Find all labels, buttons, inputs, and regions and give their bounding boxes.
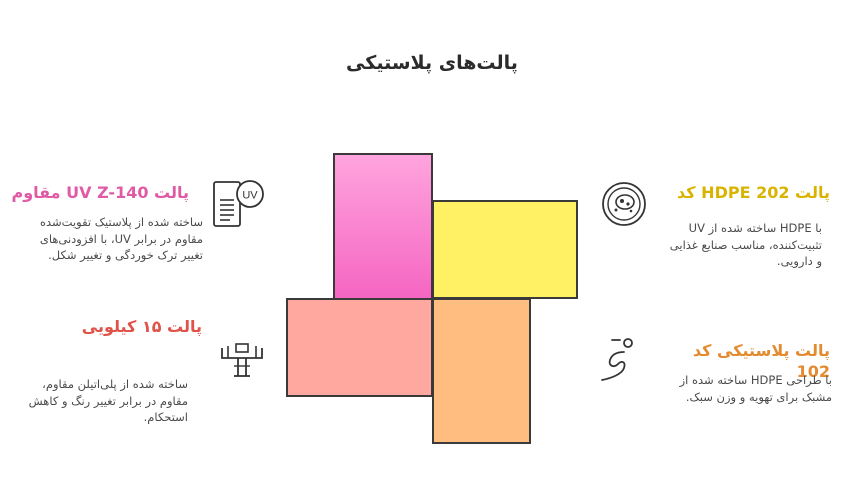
- code-102-heading: پالت پلاستیکی کد 102: [692, 341, 830, 381]
- page-title: پالت‌های پلاستیکی: [346, 52, 518, 74]
- svg-text:UV: UV: [242, 190, 258, 202]
- orange-block: [432, 298, 531, 444]
- yellow-block: [432, 200, 578, 299]
- 15kg-pallet-description: ساخته شده از پلی‌اتیلن مقاوم، مقاوم در ب…: [28, 377, 188, 424]
- hdpe-202-description: با HDPE ساخته شده از UV تثبیت‌کننده، منا…: [669, 221, 822, 268]
- 15kg-pallet-heading: پالت ۱۵ کیلویی: [81, 317, 202, 336]
- person-fitness-icon: [598, 334, 640, 388]
- hdpe-202-heading: پالت HDPE 202 کد: [677, 183, 830, 202]
- code-102-description: با طراحی HDPE ساخته شده از مشبک برای تهو…: [679, 373, 832, 404]
- salmon-block: [286, 298, 433, 397]
- petri-dish-icon: [600, 180, 648, 232]
- uv-pallet-description: ساخته شده از پلاستیک تقویت‌شده مقاوم در …: [39, 215, 203, 262]
- pink-block: [333, 153, 433, 300]
- pallet-support-icon: [218, 340, 266, 384]
- uv-document-icon: UV: [212, 180, 268, 234]
- uv-pallet-heading: پالت UV Z-140 مقاوم: [11, 183, 189, 202]
